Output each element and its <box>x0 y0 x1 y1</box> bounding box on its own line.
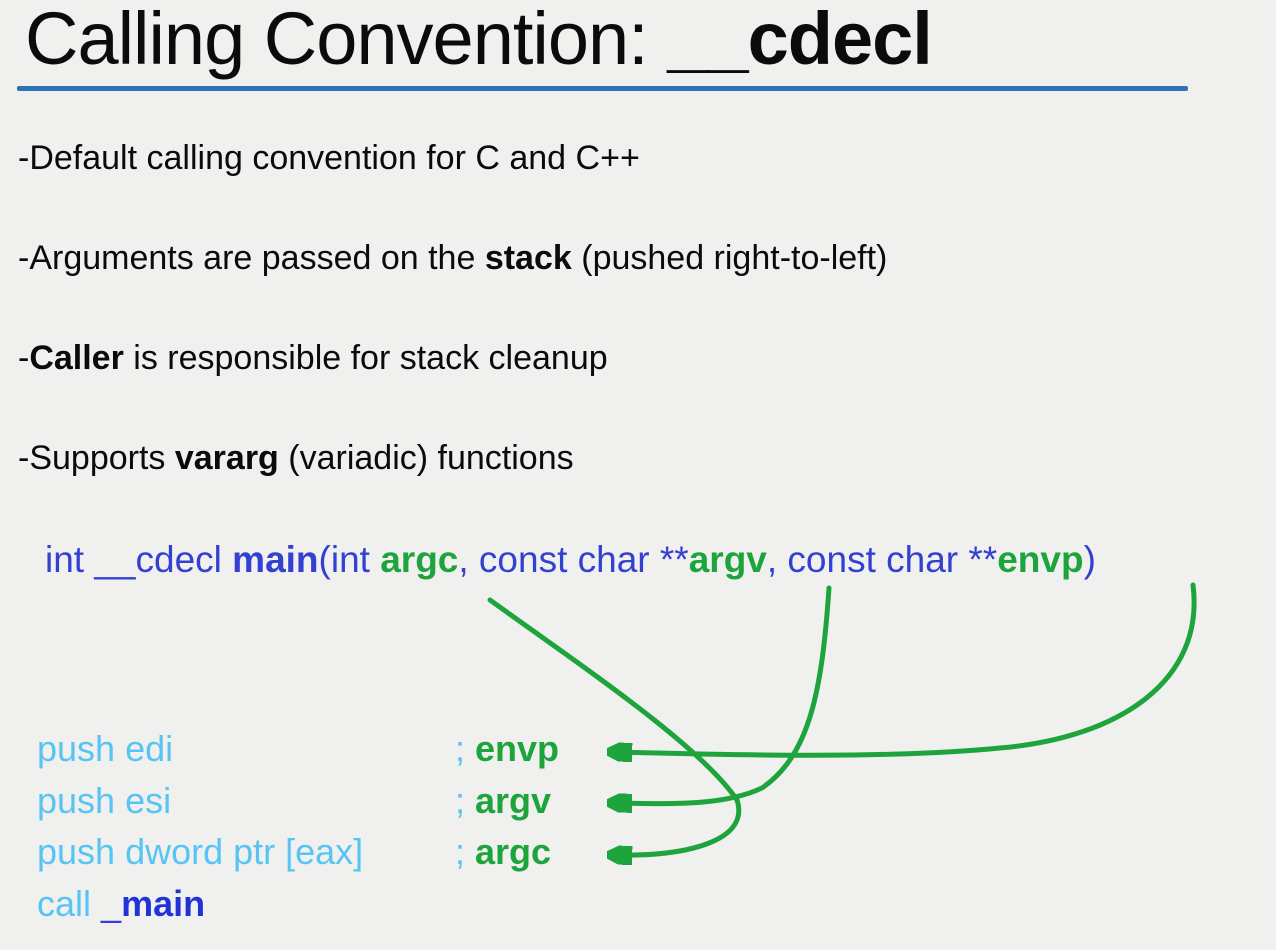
text-segment: -Supports <box>18 439 175 477</box>
text-segment: (pushed right-to-left) <box>571 239 888 277</box>
title-underline <box>17 86 1188 91</box>
text-segment: _ <box>101 882 122 924</box>
text-segment: push edi <box>37 728 174 769</box>
title-prefix: Calling Convention: <box>25 0 668 80</box>
asm-instruction: push dword ptr [eax] <box>37 826 455 878</box>
asm-instruction: push esi <box>37 775 455 827</box>
text-segment: call <box>37 882 102 924</box>
bullet-item-1: -Default calling convention for C and C+… <box>18 138 640 178</box>
bullet-item-2: -Arguments are passed on the stack (push… <box>18 238 887 278</box>
text-segment: , const char ** <box>458 539 689 580</box>
asm-comment-envp: ;envp <box>455 723 559 775</box>
text-segment: vararg <box>174 439 279 477</box>
semicolon: ; <box>455 831 466 872</box>
text-segment: - <box>18 339 30 377</box>
semicolon: ; <box>455 779 466 821</box>
call-target-main: main <box>121 882 206 924</box>
comment-label-envp: envp <box>475 728 560 769</box>
signature-param-envp: envp <box>997 539 1084 580</box>
text-segment: push esi <box>37 779 172 821</box>
text-segment: Caller <box>29 339 124 377</box>
text-segment: ) <box>1083 539 1096 580</box>
semicolon: ; <box>455 728 466 769</box>
signature-param-argv: argv <box>688 539 767 580</box>
arrow-envp <box>612 582 1197 755</box>
bullet-item-3: -Caller is responsible for stack cleanup <box>18 338 608 378</box>
asm-row-1: push edi;envp <box>37 723 559 775</box>
text-segment: (variadic) functions <box>278 439 574 477</box>
arrow-argv <box>612 585 832 804</box>
page-title: Calling Convention: __cdecl <box>25 0 933 80</box>
asm-comment-argc: ;argc <box>455 826 551 878</box>
asm-comment-argv: ;argv <box>455 775 551 827</box>
asm-instruction: call _main <box>37 878 455 930</box>
text-segment: , const char ** <box>766 539 998 580</box>
comment-label-argv: argv <box>475 779 552 821</box>
signature-param-argc: argc <box>380 539 459 580</box>
asm-instruction: push edi <box>37 723 455 775</box>
comment-label-argc: argc <box>475 831 552 872</box>
text-segment: -Arguments are passed on the <box>18 239 485 277</box>
function-signature: int __cdecl main(int argc, const char **… <box>45 538 1096 582</box>
text-segment: push dword ptr [eax] <box>37 831 364 872</box>
asm-row-3: push dword ptr [eax];argc <box>37 826 559 878</box>
signature-function-main: main <box>232 539 319 580</box>
asm-row-4: call _main <box>37 878 559 930</box>
text-segment: (int <box>318 539 381 580</box>
text-segment: int __cdecl <box>45 539 233 580</box>
text-segment: stack <box>484 239 572 277</box>
text-segment: -Default calling convention for C and C+… <box>18 139 640 177</box>
title-highlight: __cdecl <box>667 0 933 80</box>
asm-row-2: push esi;argv <box>37 775 559 827</box>
text-segment: is responsible for stack cleanup <box>123 339 608 377</box>
bullet-item-4: -Supports vararg (variadic) functions <box>18 438 574 478</box>
